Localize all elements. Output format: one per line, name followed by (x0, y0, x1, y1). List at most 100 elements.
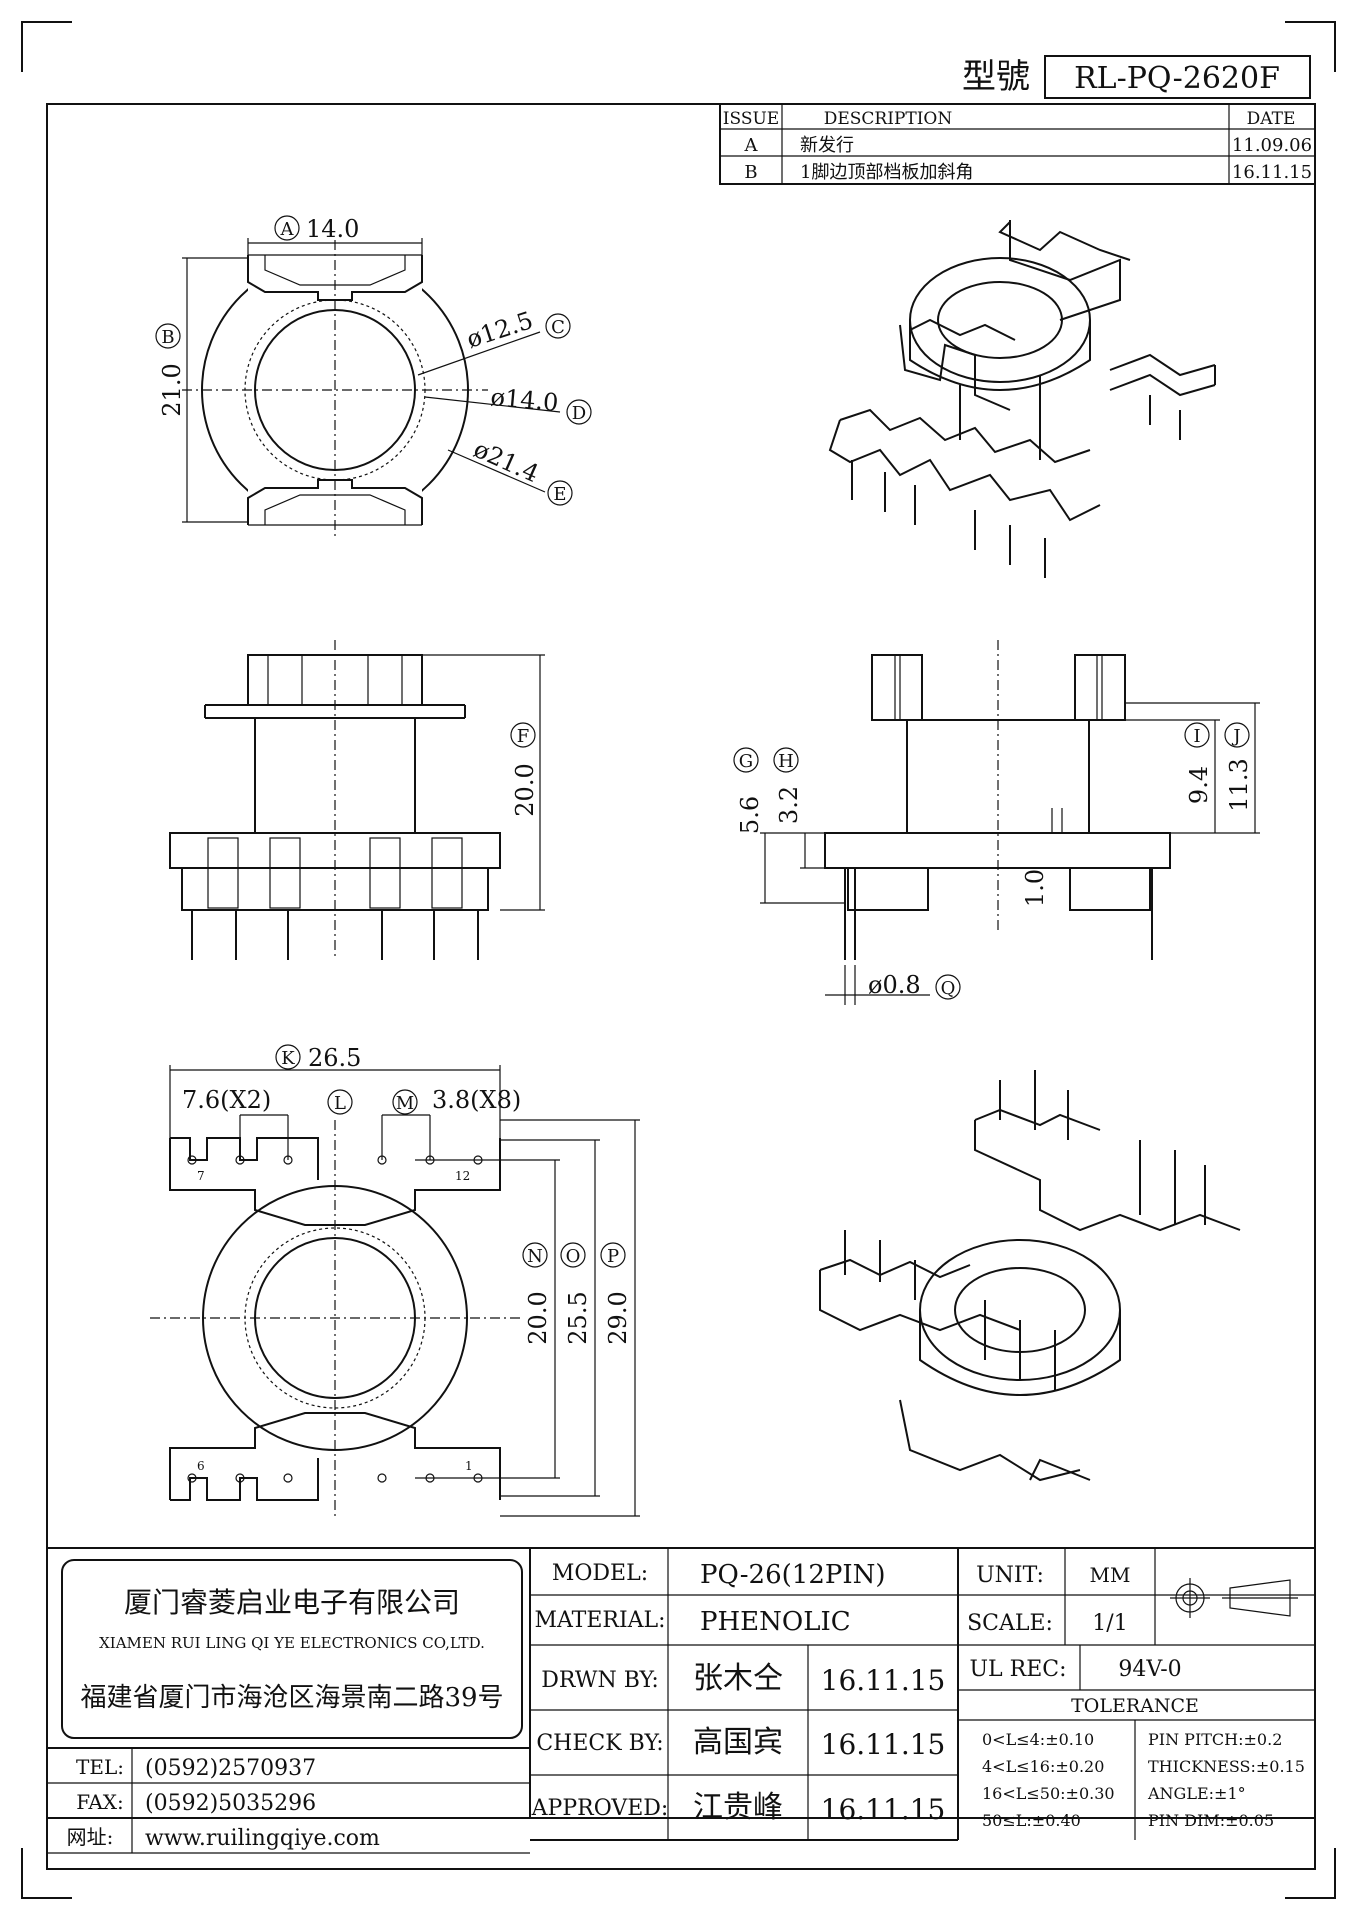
tel-label: TEL: (76, 1755, 124, 1779)
col-description: DESCRIPTION (824, 109, 953, 129)
title-block: 厦门睿菱启业电子有限公司 XIAMEN RUI LING QI YE ELECT… (46, 1547, 1316, 1854)
company-name-cn: 厦门睿菱启业电子有限公司 (124, 1586, 460, 1619)
isometric-view-top (828, 220, 1216, 578)
dim-a-tag: A (280, 219, 295, 240)
dim-k-value: 26.5 (308, 1044, 361, 1072)
approved-label: APPROVED: (531, 1796, 669, 1821)
dim-e-value: ø21.4 (470, 435, 543, 488)
dim-j-tag: J (1231, 726, 1240, 747)
model-number-box (1044, 55, 1311, 99)
projection-symbol-icon (1170, 1578, 1298, 1618)
dim-d-value: ø14.0 (489, 383, 559, 417)
tol-angle: ANGLE:±1° (1147, 1784, 1246, 1803)
dim-c-tag: C (551, 317, 565, 338)
tel-value: (0592)2570937 (145, 1756, 316, 1781)
rev-b-issue: B (744, 162, 757, 183)
pin-1-label: 1 (465, 1459, 473, 1473)
side-view: G 5.6 H 3.2 I 9.4 J 11.3 1.0 ø0.8 Q (733, 640, 1260, 1005)
dim-a-value: 14.0 (306, 215, 359, 243)
bottom-view: 7 12 6 1 K 26.5 7.6(X2) L M 3.8(X8) (150, 1044, 640, 1520)
dim-i-value: 9.4 (1185, 766, 1213, 804)
rev-a-issue: A (744, 135, 759, 156)
drawn-label: DRWN BY: (541, 1668, 659, 1693)
web-label: 网址: (67, 1825, 114, 1849)
tol-pin-pitch: PIN PITCH:±0.2 (1148, 1730, 1282, 1749)
tol-1: 0<L≤4:±0.10 (982, 1730, 1094, 1749)
model-label: 型號 (962, 57, 1030, 97)
tol-pin-dim: PIN DIM:±0.05 (1148, 1811, 1274, 1830)
pin-7-label: 7 (197, 1169, 205, 1183)
dim-h-tag: H (778, 751, 794, 772)
tol-4: 50≤L:±0.40 (982, 1811, 1081, 1830)
dim-o-tag: O (566, 1246, 581, 1267)
approved-date: 16.11.15 (821, 1793, 946, 1826)
ul-value: 94V-0 (1118, 1657, 1181, 1682)
dim-h-value: 3.2 (775, 786, 803, 824)
dim-f-value: 20.0 (511, 763, 539, 816)
material-label: MATERIAL: (534, 1608, 665, 1633)
model-number: RL-PQ-2620F (1074, 61, 1280, 96)
isometric-view-bottom (819, 1070, 1241, 1482)
rev-b-date: 16.11.15 (1232, 162, 1312, 183)
scale-label: SCALE: (967, 1611, 1053, 1636)
dim-l-pitch: 7.6(X2) (182, 1086, 271, 1114)
main-frame (46, 103, 1316, 1870)
pin-12-label: 12 (455, 1169, 470, 1183)
rev-a-date: 11.09.06 (1232, 135, 1312, 156)
material-value: PHENOLIC (700, 1607, 851, 1637)
dim-m-pitch: 3.8(X8) (432, 1086, 521, 1114)
fax-value: (0592)5035296 (145, 1791, 316, 1816)
header: 型號 RL-PQ-2620F (962, 55, 1311, 99)
tol-thickness: THICKNESS:±0.15 (1148, 1757, 1305, 1776)
rev-a-description: 新发行 (800, 135, 854, 156)
dim-q-value: ø0.8 (868, 971, 921, 999)
dim-p-value: 29.0 (604, 1291, 632, 1344)
approved-by: 江贵峰 (693, 1790, 783, 1825)
tol-3: 16<L≤50:±0.30 (982, 1784, 1115, 1803)
ul-label: UL REC: (969, 1657, 1066, 1682)
dim-k-tag: K (281, 1048, 295, 1069)
dim-n-tag: N (527, 1246, 543, 1267)
dim-f-tag: F (517, 726, 530, 747)
web-value: www.ruilingqiye.com (145, 1826, 380, 1851)
pin-6-label: 6 (197, 1459, 205, 1473)
tol-2: 4<L≤16:±0.20 (982, 1757, 1104, 1776)
dim-n-value: 20.0 (524, 1291, 552, 1344)
col-date: DATE (1247, 109, 1296, 129)
corner-marks (21, 21, 1336, 1899)
company-address: 福建省厦门市海沧区海景南二路39号 (80, 1683, 503, 1713)
check-date: 16.11.15 (821, 1728, 946, 1761)
dim-g-tag: G (739, 751, 753, 772)
dim-i-tag: I (1193, 726, 1200, 747)
front-view: F 20.0 (169, 640, 545, 960)
dim-j-value: 11.3 (1225, 758, 1253, 811)
dim-p-tag: P (607, 1246, 619, 1267)
rev-b-description: 1脚边顶部档板加斜角 (800, 162, 973, 183)
dim-g-value: 5.6 (736, 796, 764, 834)
model-field-label: MODEL: (552, 1561, 648, 1586)
check-label: CHECK BY: (536, 1731, 663, 1756)
dim-d-tag: D (572, 403, 586, 424)
dim-q-tag: Q (941, 978, 956, 999)
drawn-by: 张木仝 (693, 1661, 783, 1696)
dim-b-value: 21.0 (158, 363, 186, 416)
scale-value: 1/1 (1092, 1611, 1127, 1636)
revision-table: ISSUE DESCRIPTION DATE A 新发行 11.09.06 B … (719, 103, 1316, 185)
unit-value: MM (1090, 1563, 1131, 1587)
dim-o-value: 25.5 (564, 1291, 592, 1344)
dim-e-tag: E (553, 484, 566, 505)
col-issue: ISSUE (723, 109, 779, 129)
dim-one-value: 1.0 (1021, 869, 1049, 907)
model-field-value: PQ-26(12PIN) (700, 1560, 886, 1590)
tolerance-label: TOLERANCE (1071, 1695, 1199, 1717)
drawn-date: 16.11.15 (821, 1664, 946, 1697)
dim-m-tag: M (396, 1093, 414, 1114)
fax-label: FAX: (76, 1790, 124, 1814)
dim-l-tag: L (334, 1093, 346, 1114)
dim-b-tag: B (161, 327, 174, 348)
company-name-en: XIAMEN RUI LING QI YE ELECTRONICS CO,LTD… (99, 1634, 485, 1652)
top-view: A 14.0 B 21.0 ø12.5 C ø14.0 D ø21.4 E (155, 215, 592, 540)
unit-label: UNIT: (976, 1563, 1044, 1588)
check-by: 高国宾 (693, 1725, 783, 1760)
